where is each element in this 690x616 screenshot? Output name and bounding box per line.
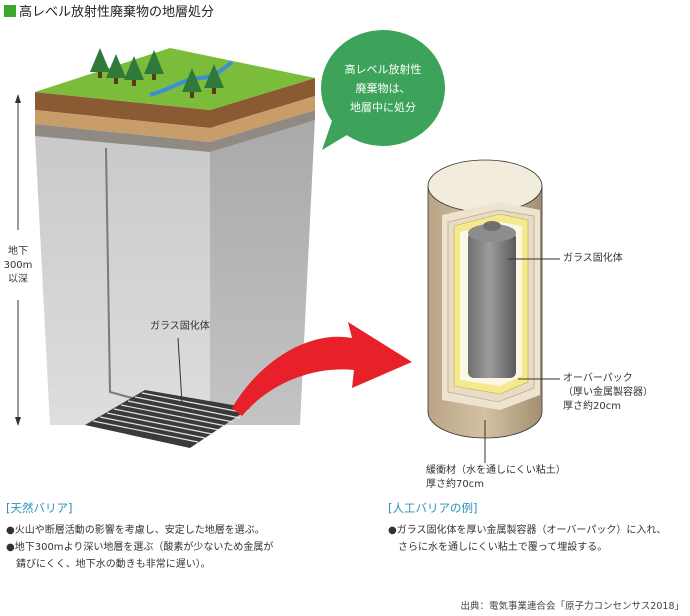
artificial-barrier-section: [人工バリアの例] ●ガラス固化体を厚い金属製容器（オーバーパック）に入れ、 さ… [388,500,688,556]
trees [90,48,224,98]
overpack-label-line: オーバーパック [563,373,633,384]
red-arrow [232,322,412,416]
glass-label-leader [177,337,183,404]
bubble-line: 地層中に処分 [350,101,416,114]
depth-label-line: 300m [3,260,33,271]
natural-barrier-bullet: ●火山や断層活動の影響を考慮し、安定した地層を選ぶ。 [6,522,346,539]
bubble-line: 高レベル放射性 [344,63,422,76]
natural-barrier-title: [天然バリア] [6,501,73,515]
glass-canister-top [468,224,516,242]
strata-grey [35,110,315,152]
glass-canister-body [468,232,516,378]
block-front-face [35,135,210,425]
speech-bubble [321,30,445,150]
depth-label: 地下 300m 以深 [3,245,33,287]
disposal-galleries [85,390,250,448]
strata-tan [35,96,315,142]
block-side-face [210,118,315,425]
ground-block [35,48,315,448]
glass-label: ガラス固化体 [563,253,623,264]
bullet-text: ●地下300mより深い地層を選ぶ（酸素が少ないため金属が [6,542,274,553]
buffer-label-line: 厚さ約70cm [426,479,484,490]
buffer-label: 緩衝材（水を通しにくい粘土） 厚さ約70cm [426,464,566,492]
natural-barrier-section: [天然バリア] ●火山や断層活動の影響を考慮し、安定した地層を選ぶ。 ●地下30… [6,500,346,573]
bullet-text-cont: さらに水を通しにくい粘土で覆って埋設する。 [398,542,608,553]
left-glass-label: ガラス固化体 [150,321,210,332]
buffer-label-line: 緩衝材（水を通しにくい粘土） [426,465,566,476]
depth-label-line: 地下 [8,246,28,257]
artificial-barrier-bullet: ●ガラス固化体を厚い金属製容器（オーバーパック）に入れ、 さらに水を通しにくい粘… [388,522,688,556]
bullet-text-cont: 錆びにくく、地下水の動きも非常に遅い）。 [16,559,211,570]
title-marker [4,4,16,17]
bubble-text: 高レベル放射性 廃棄物は、 地層中に処分 [323,60,443,117]
overpack-label-line: （厚い金属製容器） [563,387,653,398]
bullet-text: ●ガラス固化体を厚い金属製容器（オーバーパック）に入れ、 [388,525,667,536]
overpack-label: オーバーパック （厚い金属製容器） 厚さ約20cm [563,372,653,414]
glass-canister-cap [483,221,501,231]
title-text: 高レベル放射性廃棄物の地層処分 [19,5,215,20]
depth-arrow [15,94,21,426]
buffer-cylinder-top [427,159,543,213]
page-title: 高レベル放射性廃棄物の地層処分 [4,1,214,20]
bullet-text: ●火山や断層活動の影響を考慮し、安定した地層を選ぶ。 [6,525,265,536]
engineered-barrier-cutaway [427,159,560,463]
depth-label-line: 以深 [8,274,28,285]
grass-surface [35,48,315,110]
bubble-line: 廃棄物は、 [355,82,411,95]
strata-brown [35,78,315,128]
natural-barrier-bullet: ●地下300mより深い地層を選ぶ（酸素が少ないため金属が 錆びにくく、地下水の動… [6,539,346,573]
overpack-label-line: 厚さ約20cm [563,401,621,412]
source-credit: 出典：電気事業連合会「原子力コンセンサス2018」 [460,601,685,612]
river [149,60,234,97]
artificial-barrier-title: [人工バリアの例] [388,501,478,515]
access-shaft [105,147,133,399]
